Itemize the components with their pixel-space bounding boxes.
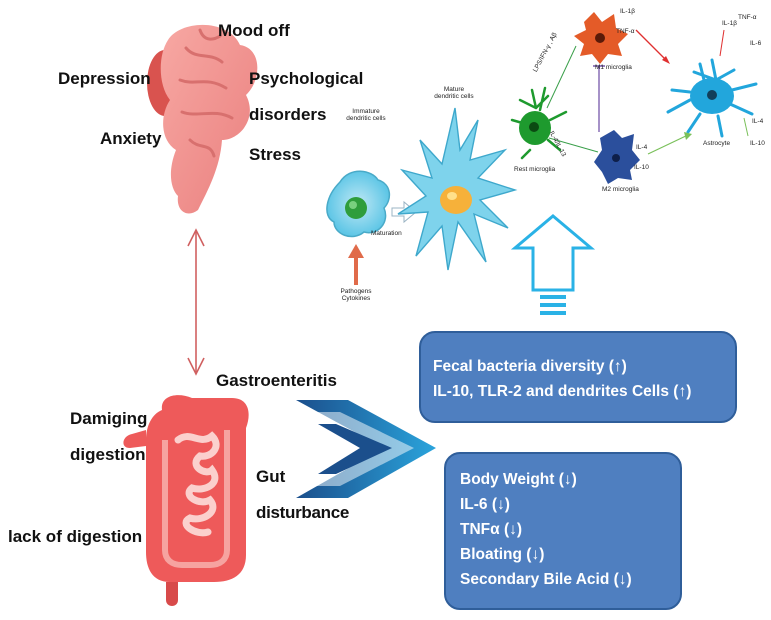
mood-off-label: Mood off	[218, 21, 290, 40]
brain-illustration	[147, 24, 258, 214]
microglia-pathway-arrows	[546, 29, 749, 155]
astrocyte-label: Astrocyte	[703, 140, 731, 147]
chevron-arrow	[296, 400, 436, 498]
astro-tnfa-label: TNF-α	[738, 14, 757, 21]
psychological-disorders-label-line2: disorders	[249, 105, 327, 124]
decrease-item: Secondary Bile Acid (↓)	[460, 571, 632, 588]
m2-il10-label: IL-10	[634, 164, 649, 171]
astro-il4-label: IL-4	[752, 118, 764, 125]
decrease-item: Body Weight (↓)	[460, 471, 577, 488]
rest-microglia	[510, 86, 568, 160]
m1-il1b-label: IL-1β	[620, 8, 635, 15]
rest-microglia-label: Rest microglia	[514, 166, 556, 173]
increase-item: IL-10, TLR-2 and dendrites Cells (↑)	[433, 383, 692, 400]
immature-dendritic-cell	[326, 170, 391, 285]
psychological-disorders-label-line1: Psychological	[249, 69, 364, 88]
lack-of-digestion-label: lack of digestion	[8, 527, 143, 546]
decrease-item: TNFα (↓)	[460, 521, 523, 538]
increase-item: Fecal bacteria diversity (↑)	[433, 358, 627, 375]
anxiety-label: Anxiety	[100, 129, 162, 148]
m1-microglia	[574, 12, 628, 64]
decrease-item: Bloating (↓)	[460, 546, 545, 563]
increase-effects-box: Fecal bacteria diversity (↑) IL-10, TLR-…	[419, 331, 737, 423]
damaging-digestion-label-line2: digestion	[70, 445, 146, 464]
m1-tnfa-label: TNF-α	[616, 28, 635, 35]
astro-il10-label: IL-10	[750, 140, 765, 147]
mature-dendritic-cell	[397, 107, 518, 271]
gut-illustration	[123, 395, 249, 606]
astrocyte	[666, 58, 758, 138]
mature-dendritic-label: Mature dendritic cells	[434, 86, 474, 101]
pathogens-cytokines-label: Pathogens Cytokines	[340, 288, 372, 303]
astro-il1b-label: IL-1β	[722, 20, 737, 27]
gut-disturbance-label-line2: disturbance	[256, 503, 350, 522]
m1-microglia-label: M1 microglia	[595, 64, 632, 71]
stress-label: Stress	[249, 145, 301, 164]
maturation-label: Maturation	[371, 230, 402, 237]
depression-label: Depression	[58, 69, 151, 88]
up-arrow	[510, 214, 596, 315]
m2-microglia-label: M2 microglia	[602, 186, 639, 193]
m2-microglia	[594, 130, 640, 184]
m2-il4-label: IL-4	[636, 144, 648, 151]
astro-il6-label: IL-6	[750, 40, 762, 47]
decrease-effects-box: Body Weight (↓) IL-6 (↓) TNFα (↓) Bloati…	[444, 452, 682, 610]
decrease-item: IL-6 (↓)	[460, 496, 510, 513]
gastroenteritis-label: Gastroenteritis	[216, 371, 337, 390]
immature-dendritic-label: Immature dendritic cells	[346, 108, 386, 123]
gut-disturbance-label-line1: Gut	[256, 467, 286, 486]
brain-gut-axis-arrow	[187, 228, 205, 376]
damaging-digestion-label-line1: Damiging	[70, 409, 148, 428]
